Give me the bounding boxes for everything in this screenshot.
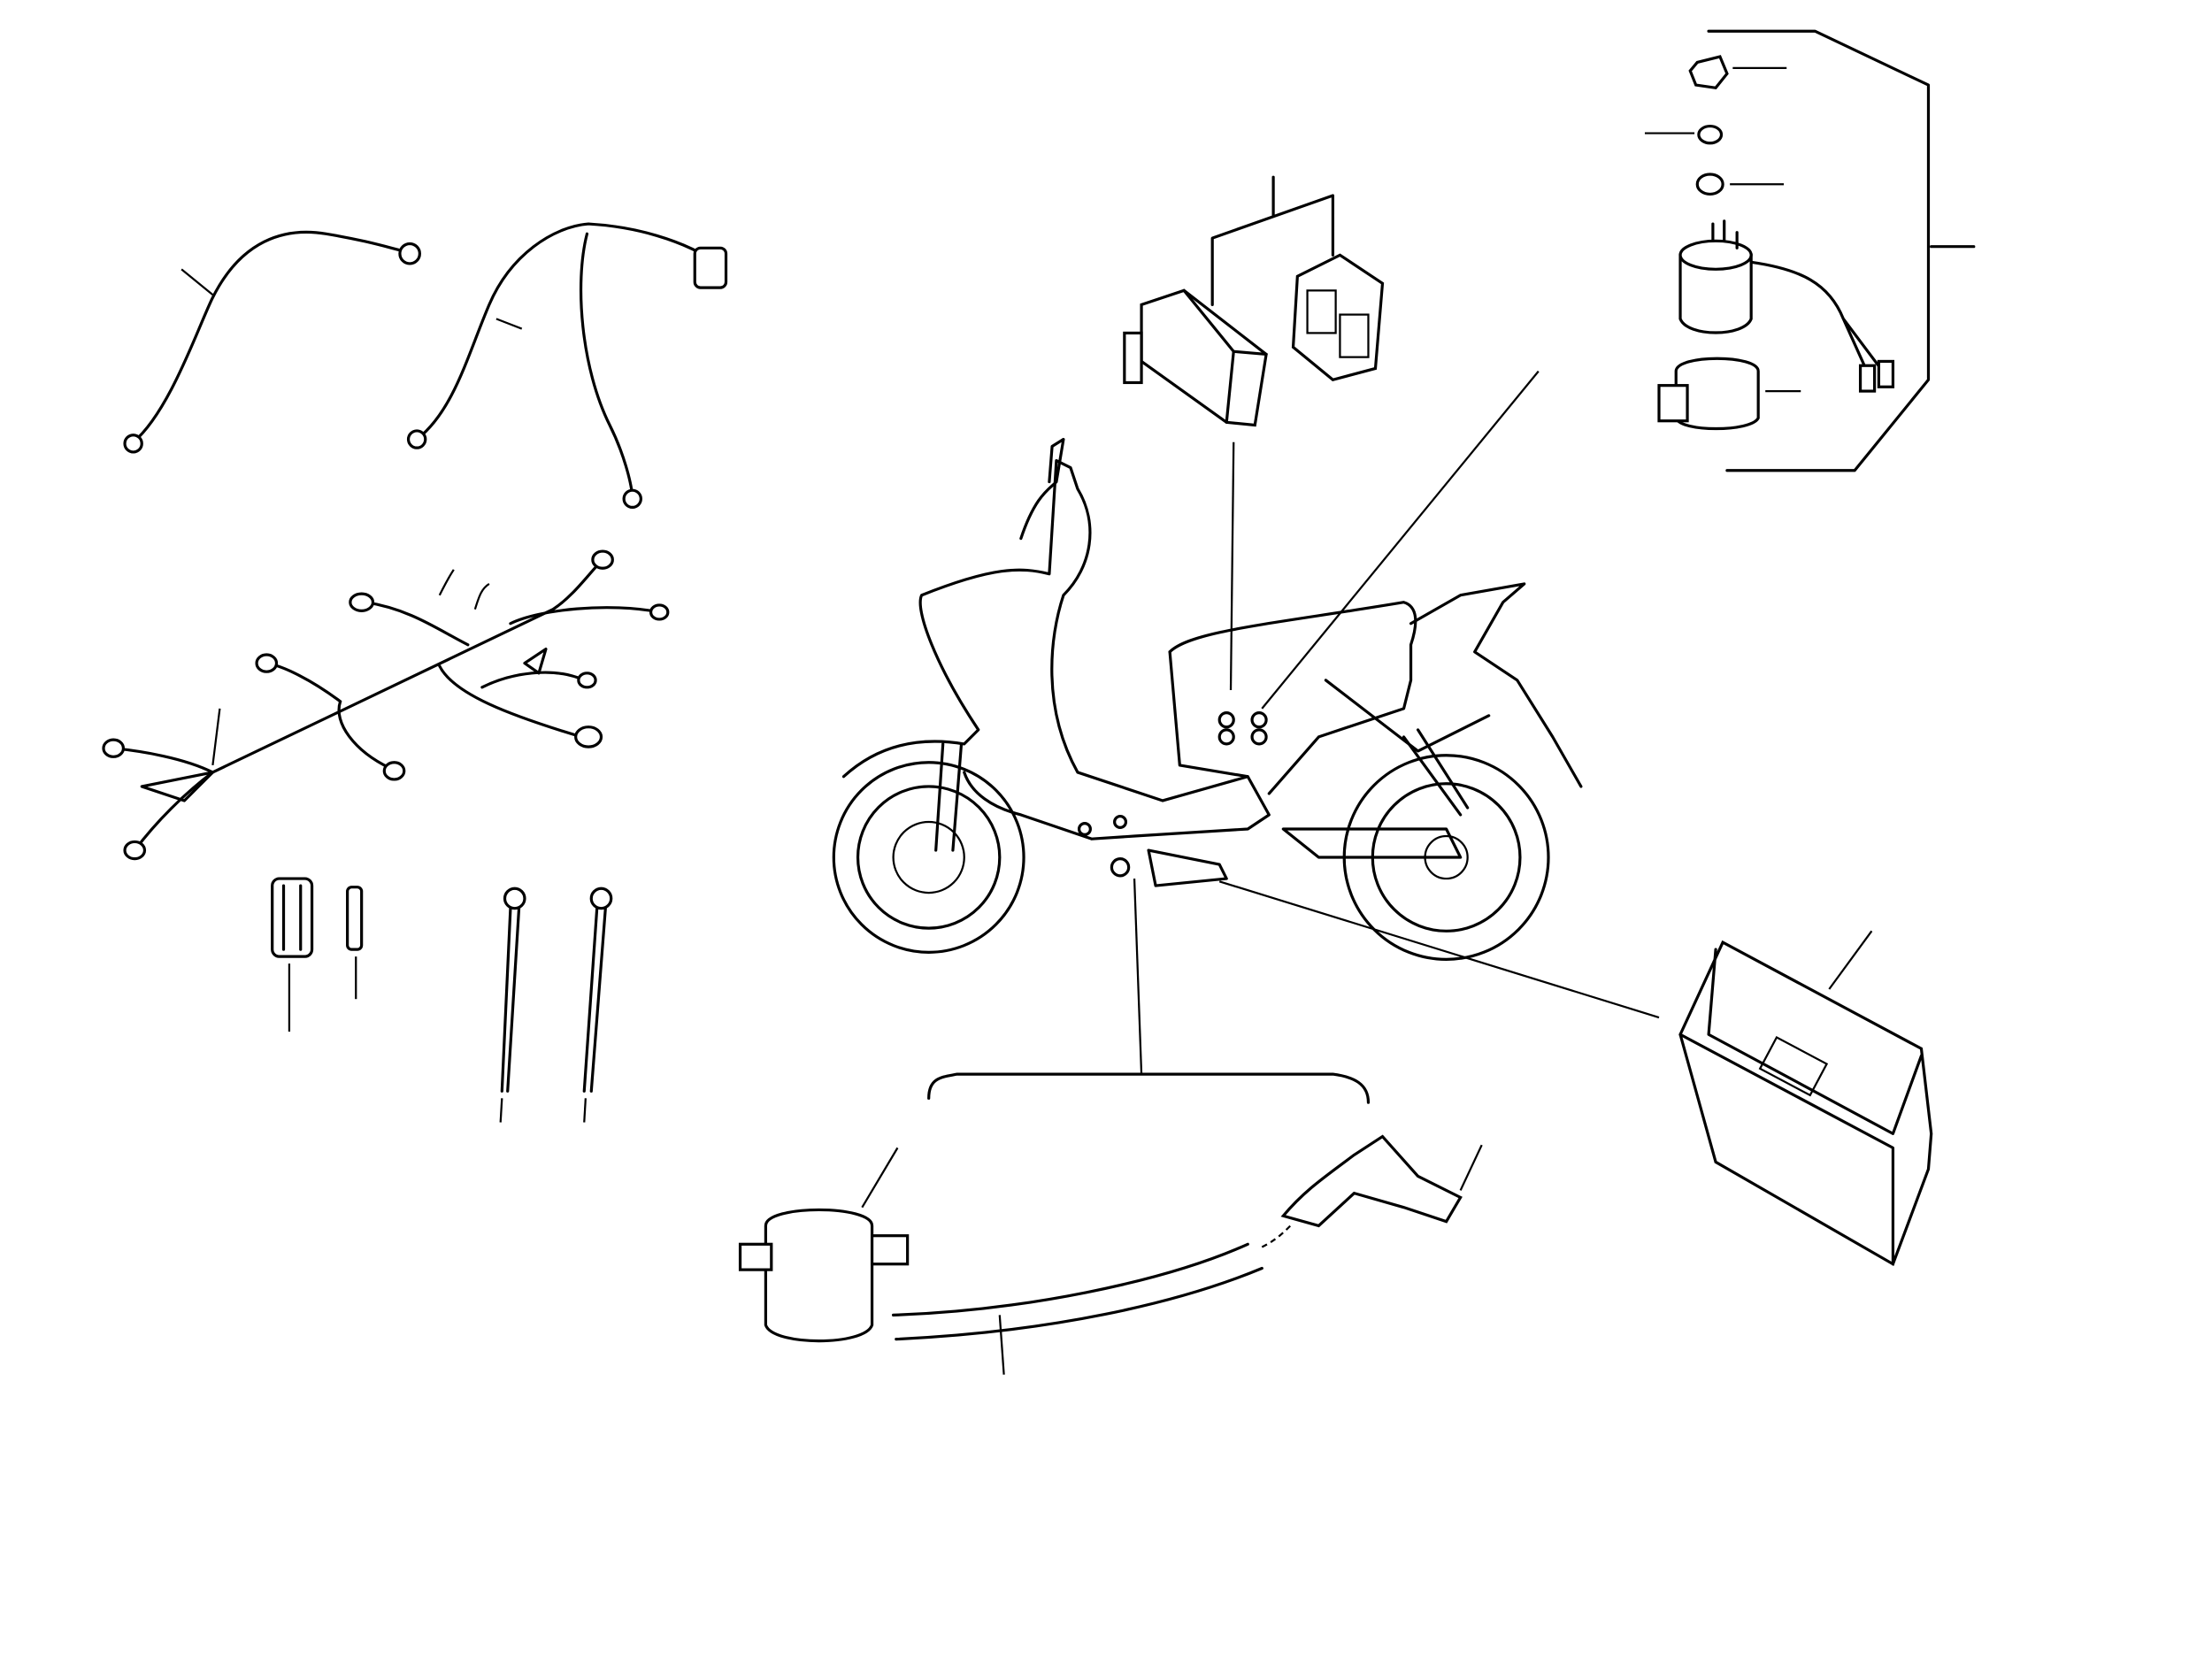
cable-tie-1[interactable] bbox=[499, 887, 526, 1123]
voltage-regulator[interactable] bbox=[1291, 253, 1385, 382]
starter-relay-group[interactable] bbox=[1644, 29, 1976, 472]
scooter-outline bbox=[832, 437, 1660, 1075]
leader-line bbox=[1828, 930, 1873, 990]
leader-line bbox=[583, 1098, 587, 1123]
battery-cable-long[interactable] bbox=[406, 222, 728, 510]
leader-bracket-cdi bbox=[1210, 175, 1540, 710]
leader-line bbox=[861, 1147, 899, 1209]
lock-washer bbox=[1697, 124, 1724, 145]
relay-rubber-holder bbox=[1674, 357, 1760, 431]
leader-line bbox=[1459, 1144, 1483, 1191]
leader-line bbox=[499, 1098, 503, 1123]
nut bbox=[1688, 55, 1729, 90]
starter-relay bbox=[1678, 253, 1753, 334]
cable-tie-2[interactable] bbox=[582, 887, 613, 1123]
washer bbox=[1695, 173, 1724, 196]
leader-line bbox=[211, 708, 221, 766]
wiring-harness[interactable] bbox=[102, 549, 670, 861]
leader-line bbox=[998, 1315, 1005, 1375]
fuse-holder[interactable] bbox=[271, 877, 314, 1032]
fuse[interactable] bbox=[346, 886, 364, 1000]
battery-cable-short[interactable] bbox=[123, 230, 421, 454]
battery[interactable] bbox=[1678, 930, 1933, 1267]
ignition-coil[interactable] bbox=[738, 1072, 1483, 1375]
leader-line bbox=[495, 318, 523, 330]
leader-line bbox=[180, 268, 214, 296]
cdi-unit[interactable] bbox=[1123, 288, 1268, 427]
